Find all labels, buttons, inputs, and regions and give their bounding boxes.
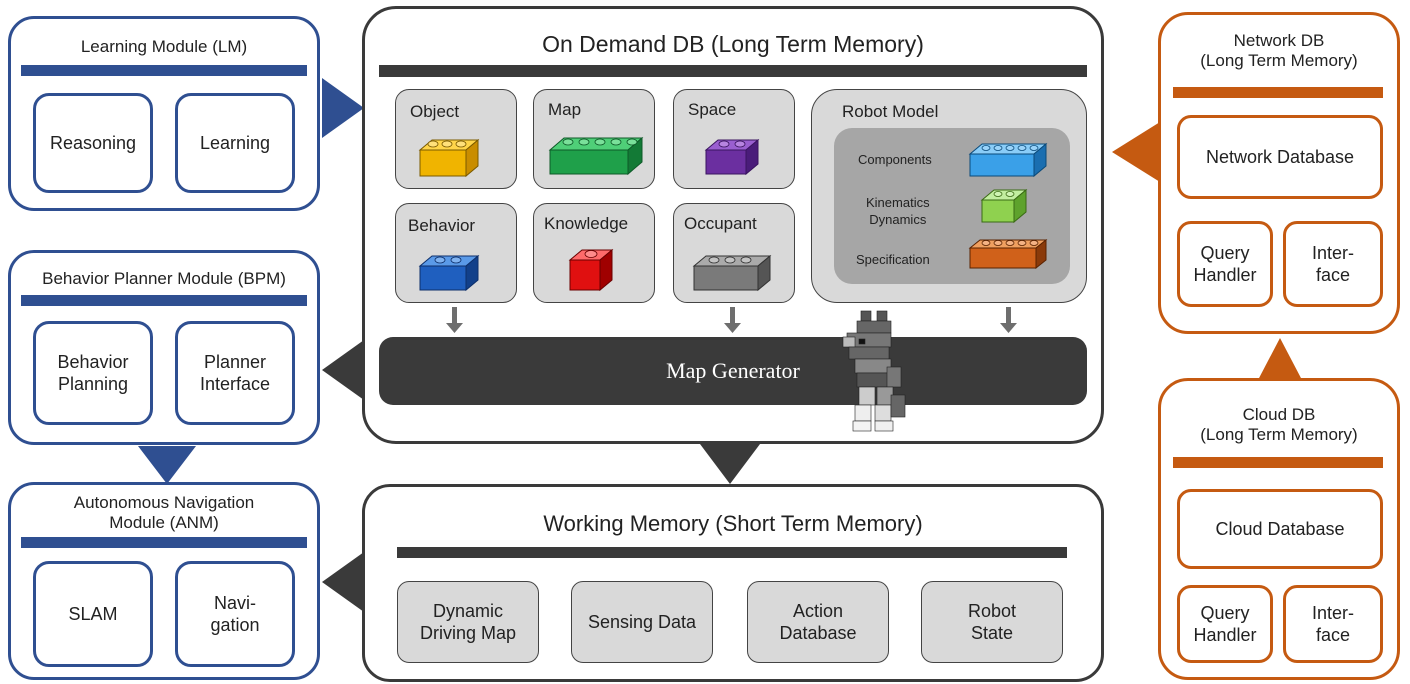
db-to-bpm-arrow: [322, 340, 364, 400]
on-demand-db-bar: [379, 65, 1087, 77]
working-memory-bar: [397, 547, 1067, 558]
wm-to-anm-arrow: [322, 552, 364, 612]
cloud-database-box[interactable]: Cloud Database: [1177, 489, 1383, 569]
navigation-bar: [21, 537, 307, 548]
network-db-bar: [1173, 87, 1383, 98]
components-brick-icon: [968, 142, 1048, 178]
learning-box[interactable]: Learning: [175, 93, 295, 193]
working-memory-panel: Working Memory (Short Term Memory) Dynam…: [362, 484, 1104, 682]
down-arrow-icon: [446, 307, 1017, 333]
navigation-title: Autonomous Navigation Module (ANM): [73, 493, 255, 532]
kinematics-label: Kinematics Dynamics: [866, 195, 930, 227]
cloud-db-panel: Cloud DB (Long Term Memory) Cloud Databa…: [1158, 378, 1400, 680]
learning-module-bar: [21, 65, 307, 76]
map-brick-icon: [548, 136, 644, 176]
bpm-to-anm-arrow: [138, 446, 196, 484]
robot-model-box[interactable]: Robot Model Components Kinematics Dynami…: [811, 89, 1087, 303]
on-demand-db-panel: On Demand DB (Long Term Memory) Object M…: [362, 6, 1104, 444]
object-brick-icon: [418, 138, 480, 178]
learning-module-panel: Learning Module (LM) Reasoning Learning: [8, 16, 320, 211]
working-memory-title: Working Memory (Short Term Memory): [543, 511, 923, 536]
navigation-panel: Autonomous Navigation Module (ANM) SLAM …: [8, 482, 320, 680]
space-brick-icon: [704, 138, 760, 176]
space-box[interactable]: Space: [673, 89, 795, 189]
network-interface-box[interactable]: Inter-face: [1283, 221, 1383, 307]
occupant-box[interactable]: Occupant: [673, 203, 795, 303]
reasoning-box[interactable]: Reasoning: [33, 93, 153, 193]
behavior-brick-icon: [418, 254, 480, 292]
sensing-data-box[interactable]: Sensing Data: [571, 581, 713, 663]
cloud-to-network-arrow: [1258, 338, 1302, 380]
kinematics-brick-icon: [980, 188, 1028, 224]
network-database-box[interactable]: Network Database: [1177, 115, 1383, 199]
behavior-planner-bar: [21, 295, 307, 306]
map-generator-label: Map Generator: [666, 358, 800, 383]
map-generator-bar[interactable]: Map Generator: [379, 337, 1087, 405]
occupant-brick-icon: [692, 254, 772, 292]
network-db-title: Network DB (Long Term Memory): [1200, 31, 1358, 70]
learning-module-title: Learning Module (LM): [80, 37, 248, 56]
robot-dog-icon: [842, 310, 906, 432]
network-db-panel: Network DB (Long Term Memory) Network Da…: [1158, 12, 1400, 334]
components-label: Components: [858, 152, 932, 167]
specification-label: Specification: [856, 252, 930, 267]
cloud-db-title: Cloud DB (Long Term Memory): [1200, 405, 1358, 444]
down-arrows: [446, 307, 1017, 333]
slam-box[interactable]: SLAM: [33, 561, 153, 667]
on-demand-db-title: On Demand DB (Long Term Memory): [542, 31, 924, 57]
cloud-db-bar: [1173, 457, 1383, 468]
db-to-wm-arrow: [700, 444, 760, 484]
lm-to-db-arrow: [322, 78, 364, 138]
robot-model-inner: Components Kinematics Dynamics: [834, 128, 1070, 284]
network-to-db-arrow: [1112, 122, 1160, 182]
behavior-planner-title: Behavior Planner Module (BPM): [42, 269, 286, 288]
robot-model-title: Robot Model: [842, 102, 939, 121]
navigation-box[interactable]: Navi-gation: [175, 561, 295, 667]
specification-brick-icon: [968, 238, 1048, 270]
knowledge-box[interactable]: Knowledge: [533, 203, 655, 303]
map-box[interactable]: Map: [533, 89, 655, 189]
object-box[interactable]: Object: [395, 89, 517, 189]
behavior-brick-box[interactable]: Behavior: [395, 203, 517, 303]
knowledge-brick-icon: [568, 248, 614, 292]
cloud-interface-box[interactable]: Inter-face: [1283, 585, 1383, 663]
